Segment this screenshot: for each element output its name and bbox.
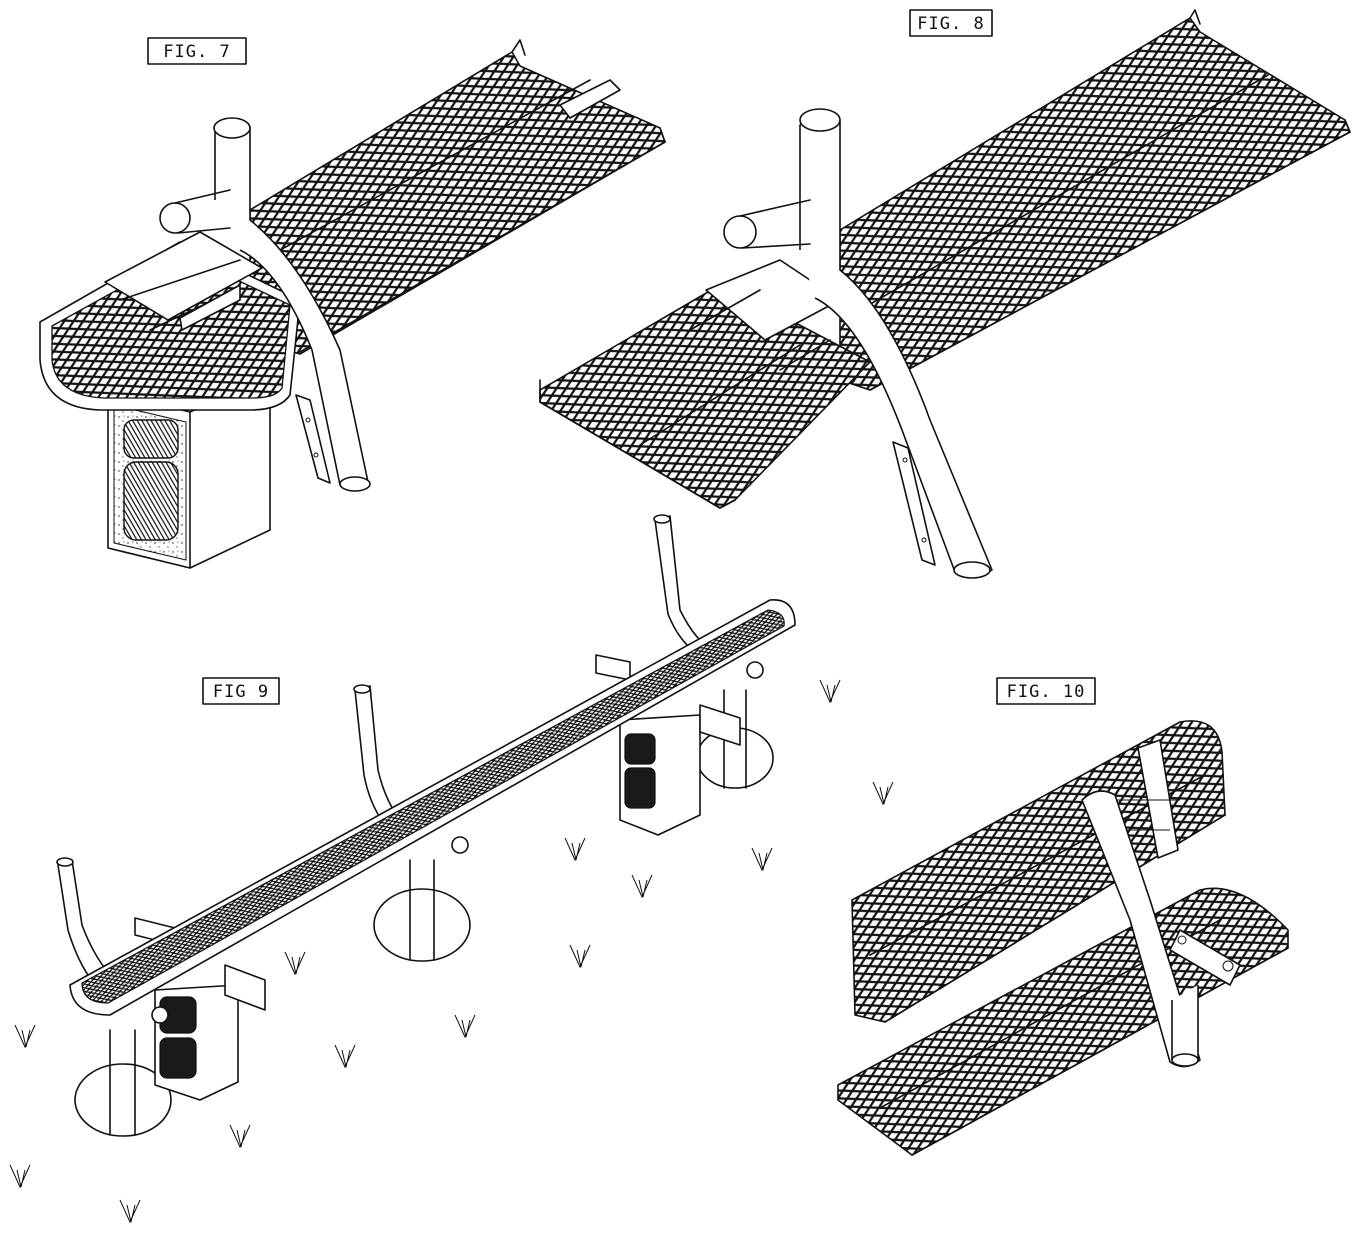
fig7-label: FIG. 7 [163,42,230,62]
fig8-label: FIG. 8 [917,14,984,34]
fig9-seat [69,599,796,1024]
fig7-seat [39,39,666,492]
ground-discs [74,689,774,1137]
fig9-label-box: FIG 9 [202,677,280,705]
fig10-bench [837,720,1289,1156]
cinder-block [107,374,271,569]
figure-10: FIG. 10 [837,677,1289,1156]
figure-8: FIG. 8 [539,9,1351,579]
fig10-label: FIG. 10 [1007,682,1086,702]
grass-tufts [9,679,894,1224]
fig8-seat [539,9,1351,579]
figure-7: FIG. 7 [39,37,666,569]
fig7-label-box: FIG. 7 [147,37,247,65]
fig9-label: FIG 9 [213,682,269,702]
fig9-blocks [134,654,741,1101]
figure-9: FIG 9 [9,514,894,1224]
fig10-label-box: FIG. 10 [996,677,1096,705]
fig8-label-box: FIG. 8 [909,9,993,37]
